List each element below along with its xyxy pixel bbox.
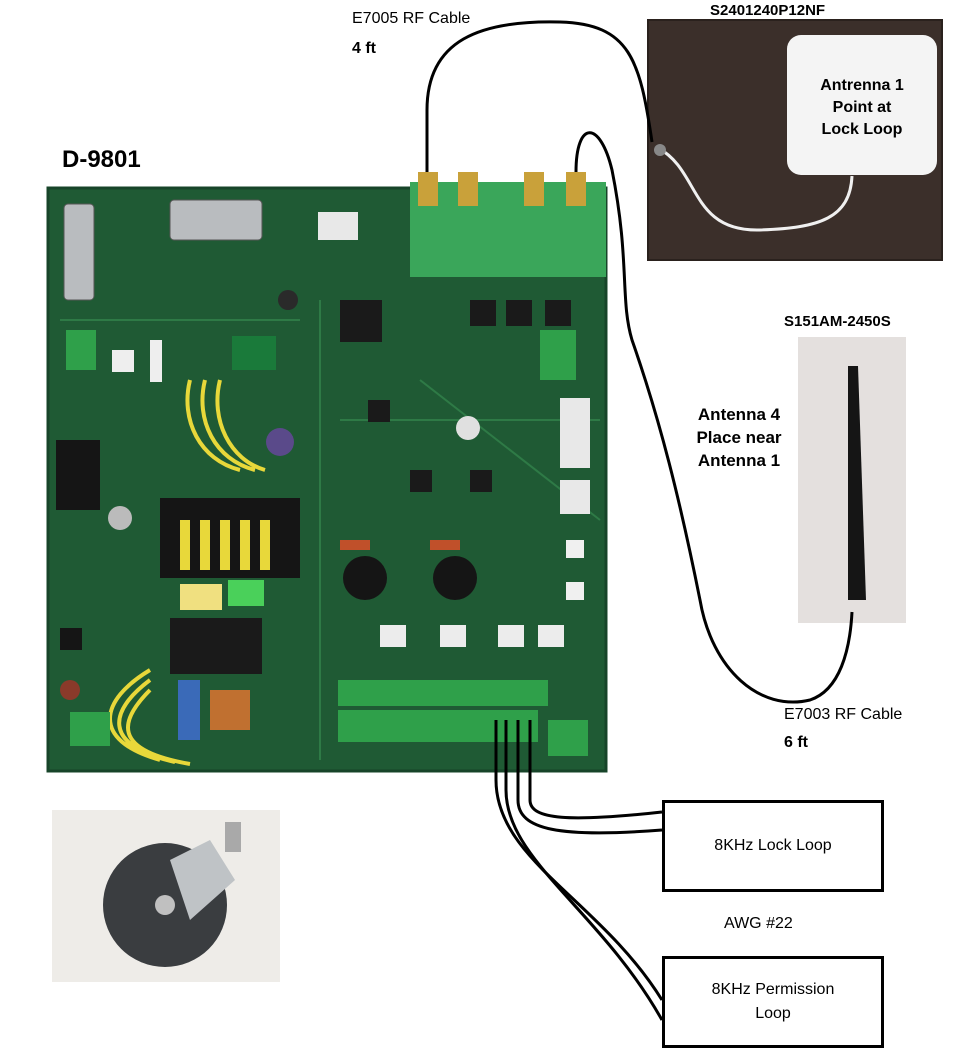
rf-connector-1	[418, 172, 438, 206]
rf-connector-3	[524, 172, 544, 206]
dip-switch	[318, 212, 358, 240]
cable-e7003-name: E7003 RF Cable	[784, 706, 902, 724]
master-dial	[456, 416, 480, 440]
pcb-board-photo	[48, 172, 606, 771]
db9-connector	[64, 204, 94, 300]
antenna4-line-1: Antenna 4	[684, 403, 794, 426]
antenna4-part-number: S151AM-2450S	[784, 313, 891, 330]
lock-loop-box: 8KHz Lock Loop	[662, 800, 884, 892]
inductor-1	[343, 556, 387, 600]
antenna4-photo	[798, 337, 906, 623]
capacitor	[266, 428, 294, 456]
antenna4-line-3: Antenna 1	[684, 449, 794, 472]
cable-e7005-length: 4 ft	[352, 40, 376, 58]
dip-switch-3	[560, 480, 590, 514]
antenna1-line-3: Lock Loop	[790, 119, 934, 141]
terminal-block-bottom	[338, 710, 538, 742]
rf-cable-e7005	[427, 22, 652, 172]
wire-gauge-label: AWG #22	[724, 915, 793, 933]
caster-wheel-photo	[52, 810, 280, 982]
dip-switch-2	[560, 398, 590, 468]
antenna1-line-1: Antrenna 1	[790, 75, 934, 97]
inductor-2	[433, 556, 477, 600]
cable-e7003-length: 6 ft	[784, 734, 808, 752]
permission-loop-box: 8KHz Permission Loop	[662, 956, 884, 1048]
antenna1-part-number: S2401240P12NF	[710, 2, 825, 19]
cable-e7005-name: E7005 RF Cable	[352, 10, 470, 28]
transformer	[210, 690, 250, 730]
antenna4-line-2: Place near	[684, 426, 794, 449]
antenna4-label: Antenna 4 Place near Antenna 1	[684, 403, 794, 472]
microcontroller-chip	[340, 300, 382, 342]
electrolytic-capacitor	[170, 618, 262, 674]
rf-connector-4	[566, 172, 586, 206]
console-db9-connector	[170, 200, 262, 240]
permission-loop-label-line-2: Loop	[755, 1002, 791, 1026]
rf-connector-2	[458, 172, 478, 206]
permission-loop-label-line-1: 8KHz Permission	[712, 978, 835, 1002]
antenna1-label: Antrenna 1 Point at Lock Loop	[790, 75, 934, 141]
terminal-block-top	[338, 680, 548, 706]
lock-loop-label: 8KHz Lock Loop	[714, 834, 831, 858]
antenna1-line-2: Point at	[790, 97, 934, 119]
